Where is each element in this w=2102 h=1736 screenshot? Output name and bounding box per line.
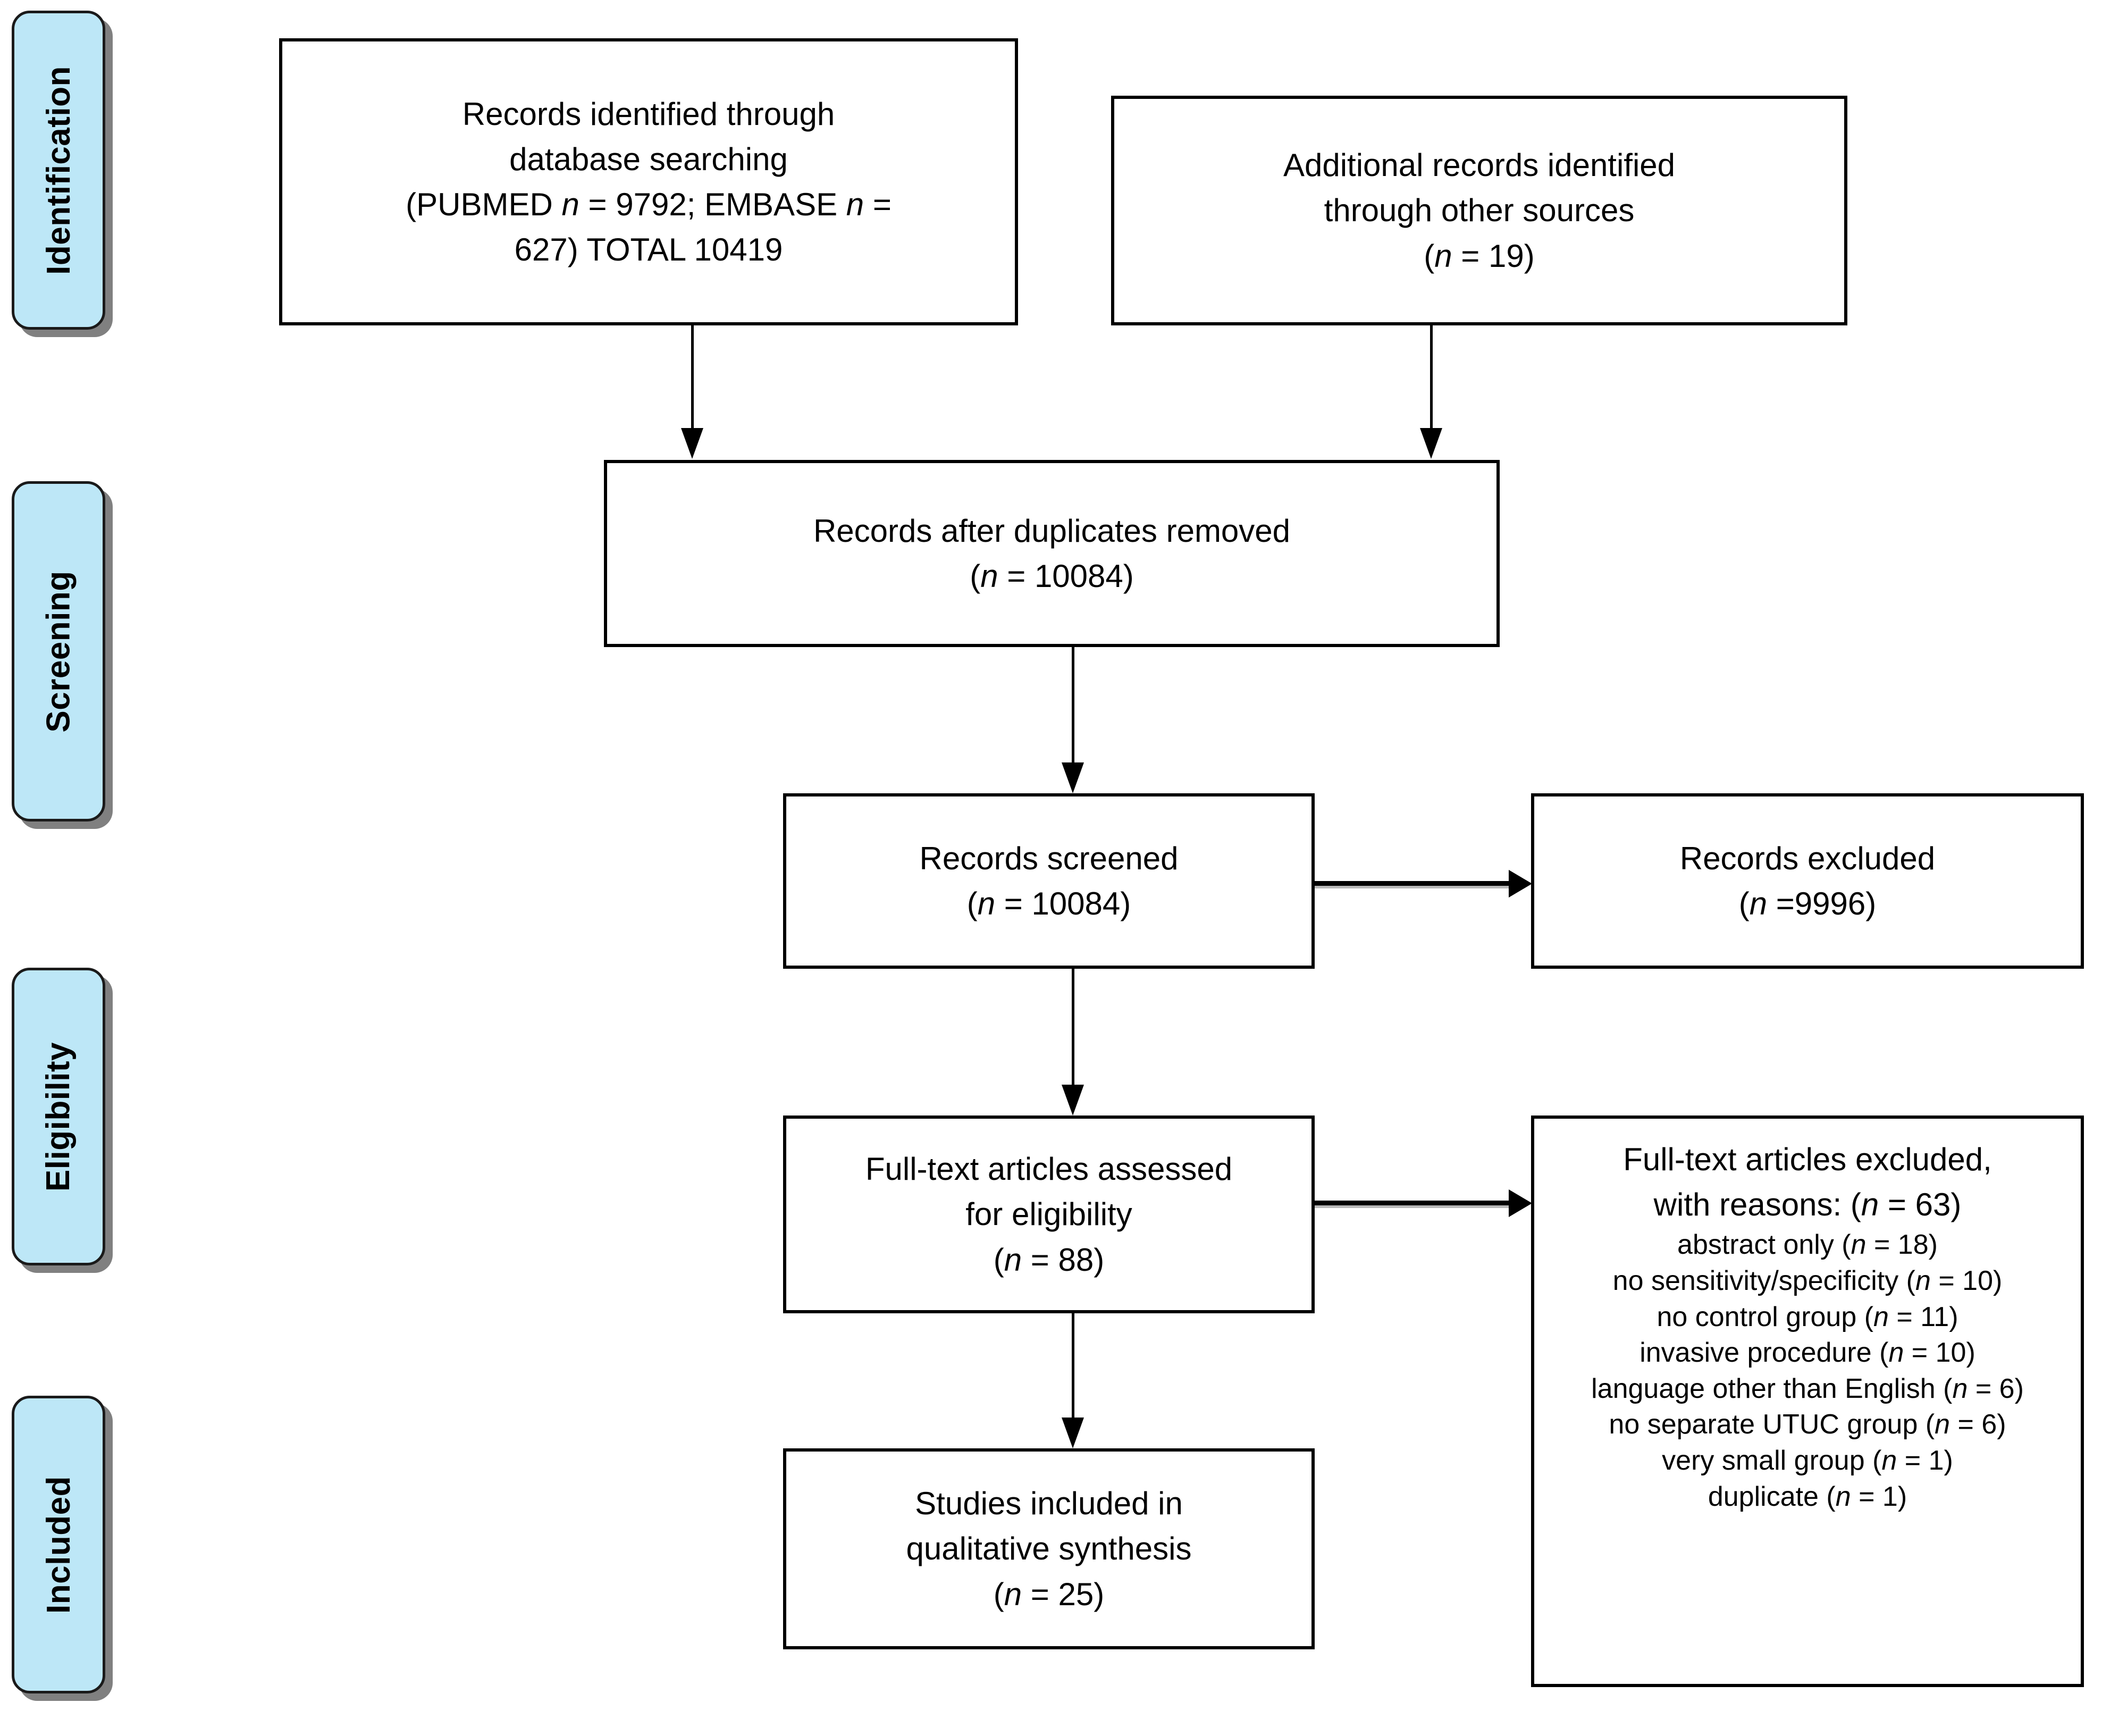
italic-n: n <box>1952 1373 1968 1404</box>
arrowhead-screened-to-excluded <box>1509 870 1532 898</box>
exclusion-reason-item: no sensitivity/specificity (n = 10) <box>1612 1265 2003 1296</box>
box-fulltext-excluded-heading1: Full-text articles excluded, <box>1623 1142 1992 1177</box>
connector-othersources-to-duplicates <box>1430 325 1433 432</box>
arrowhead-database-to-duplicates <box>681 428 703 459</box>
box-studies-included-line2: qualitative synthesis <box>906 1531 1192 1567</box>
stage-label-screening: Screening <box>12 481 105 821</box>
italic-n: n <box>846 187 864 222</box>
italic-n: n <box>1434 238 1452 274</box>
box-records-screened-count: (n = 10084) <box>966 886 1131 921</box>
box-records-excluded-count: (n =9996) <box>1738 886 1877 921</box>
italic-n: n <box>1861 1187 1879 1223</box>
box-records-identified-database-line1: Records identified through <box>462 96 835 132</box>
box-studies-included-count: (n = 25) <box>993 1576 1105 1612</box>
exclusion-reason-item: no separate UTUC group (n = 6) <box>1609 1409 2006 1440</box>
box-records-identified-database-line3: (PUBMED n = 9792; EMBASE n = <box>406 187 892 222</box>
box-fulltext-articles-excluded-with-reasons: Full-text articles excluded, with reason… <box>1531 1116 2084 1687</box>
italic-n: n <box>1888 1337 1904 1369</box>
exclusion-reason-item: invasive procedure (n = 10) <box>1639 1337 1975 1369</box>
italic-n: n <box>1749 886 1768 921</box>
box-fulltext-assessed-line1: Full-text articles assessed <box>865 1151 1233 1187</box>
italic-n: n <box>1915 1265 1931 1296</box>
connector-fulltext-to-excluded-reasons <box>1315 1201 1511 1205</box>
stage-label-included: Included <box>12 1396 105 1693</box>
connector-screened-to-fulltext <box>1072 969 1074 1087</box>
arrowhead-othersources-to-duplicates <box>1420 428 1442 459</box>
italic-n: n <box>1835 1481 1851 1512</box>
box-additional-records-count: (n = 19) <box>1424 238 1535 274</box>
box-records-excluded-line1: Records excluded <box>1679 840 1936 876</box>
exclusion-reason-item: language other than English (n = 6) <box>1591 1373 2024 1404</box>
arrowhead-fulltext-to-studies-included <box>1062 1418 1084 1448</box>
box-records-excluded: Records excluded (n =9996) <box>1531 793 2084 969</box>
stage-label-screening-text: Screening <box>40 570 77 733</box>
stage-label-eligibility-text: Eligibility <box>40 1042 77 1192</box>
box-fulltext-assessed-line2: for eligibility <box>965 1196 1132 1232</box>
italic-n: n <box>977 886 996 921</box>
exclusion-reason-item: no control group (n = 11) <box>1657 1301 1958 1332</box>
connector-screened-to-excluded-shadow <box>1315 886 1511 888</box>
box-records-identified-database: Records identified through database sear… <box>279 38 1018 325</box>
box-duplicates-removed-line1: Records after duplicates removed <box>813 513 1291 549</box>
stage-label-included-text: Included <box>40 1475 77 1614</box>
box-fulltext-assessed-count: (n = 88) <box>993 1242 1105 1278</box>
italic-n: n <box>1935 1409 1950 1440</box>
connector-fulltext-to-studies-included <box>1072 1313 1074 1421</box>
box-studies-included-qualitative-synthesis: Studies included in qualitative synthesi… <box>783 1448 1315 1649</box>
italic-n: n <box>1881 1445 1897 1476</box>
box-additional-records-other-sources: Additional records identified through ot… <box>1111 96 1847 325</box>
stage-label-identification-text: Identification <box>40 65 77 275</box>
exclusion-reason-item: duplicate (n = 1) <box>1708 1481 1907 1512</box>
arrowhead-screened-to-fulltext <box>1062 1085 1084 1116</box>
connector-duplicates-to-screened <box>1072 647 1074 765</box>
stage-label-identification: Identification <box>12 11 105 330</box>
box-additional-records-line1: Additional records identified <box>1283 147 1676 183</box>
exclusion-reason-item: very small group (n = 1) <box>1662 1445 1953 1476</box>
box-fulltext-articles-assessed: Full-text articles assessed for eligibil… <box>783 1116 1315 1313</box>
italic-n: n <box>1004 1576 1022 1612</box>
italic-n: n <box>1873 1301 1889 1332</box>
exclusion-reason-item: abstract only (n = 18) <box>1677 1229 1938 1261</box>
italic-n: n <box>1851 1229 1866 1261</box>
box-records-screened-line1: Records screened <box>919 840 1179 876</box>
stage-label-eligibility: Eligibility <box>12 968 105 1265</box>
italic-n: n <box>561 187 579 222</box>
italic-n: n <box>980 558 998 594</box>
connector-database-to-duplicates <box>691 325 694 432</box>
arrowhead-fulltext-to-excluded-reasons <box>1509 1189 1532 1217</box>
box-records-after-duplicates-removed: Records after duplicates removed (n = 10… <box>604 460 1500 647</box>
box-duplicates-removed-count: (n = 10084) <box>970 558 1134 594</box>
arrowhead-duplicates-to-screened <box>1062 762 1084 793</box>
box-studies-included-line1: Studies included in <box>915 1486 1183 1522</box>
connector-screened-to-excluded <box>1315 881 1511 886</box>
box-records-identified-database-line4: 627) TOTAL 10419 <box>514 232 783 268</box>
connector-fulltext-to-excluded-reasons-shadow <box>1315 1205 1511 1208</box>
box-additional-records-line2: through other sources <box>1324 192 1635 229</box>
italic-n: n <box>1004 1242 1022 1278</box>
box-records-identified-database-line2: database searching <box>509 141 788 177</box>
box-records-screened: Records screened (n = 10084) <box>783 793 1315 969</box>
box-fulltext-excluded-heading2: with reasons: (n = 63) <box>1653 1187 1962 1223</box>
